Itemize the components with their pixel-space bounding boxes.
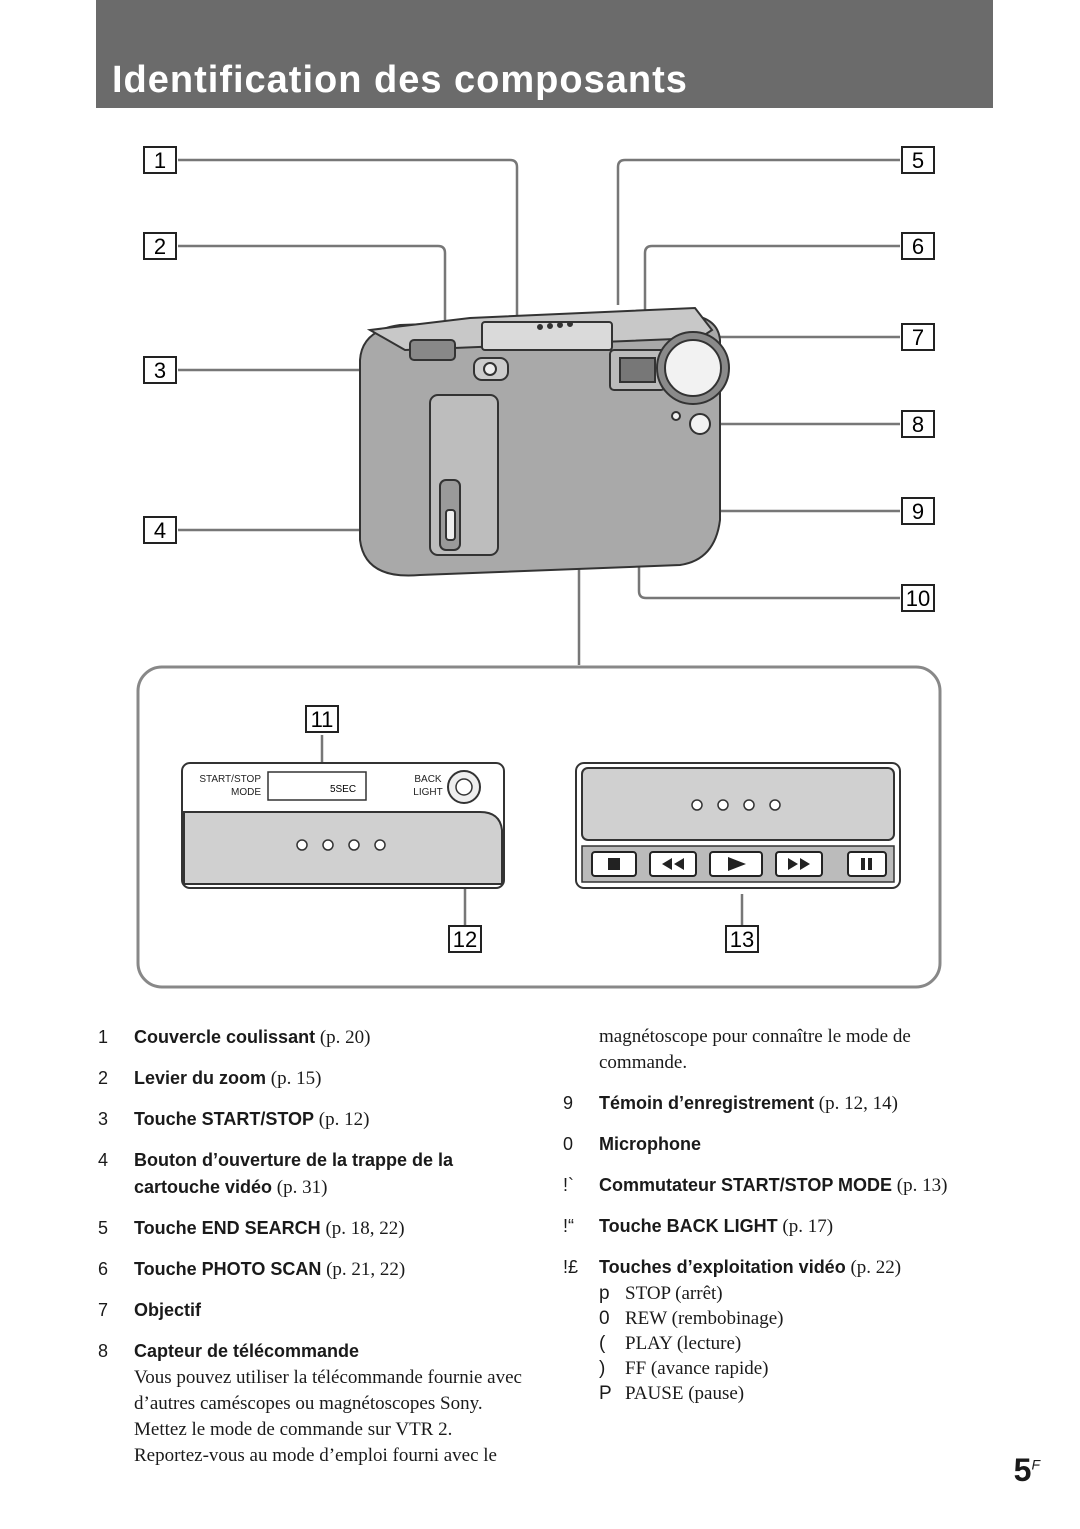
fast-forward-button[interactable] bbox=[775, 851, 823, 877]
svg-text:START/STOP: START/STOP bbox=[199, 774, 261, 785]
video-op: )FF (avance rapide) bbox=[599, 1358, 769, 1379]
callout-12: 12 bbox=[448, 925, 482, 953]
page-title: Identification des composants bbox=[112, 59, 688, 101]
svg-text:8: 8 bbox=[912, 412, 924, 437]
svg-text:13: 13 bbox=[730, 927, 754, 952]
svg-text:5: 5 bbox=[912, 148, 924, 173]
svg-text:9: 9 bbox=[912, 499, 924, 524]
svg-text:12: 12 bbox=[453, 927, 477, 952]
callout-9: 9 bbox=[901, 497, 935, 525]
svg-text:1: 1 bbox=[154, 148, 166, 173]
rewind-icon bbox=[662, 858, 684, 870]
legend-right-column: magnétoscope pour connaître le mode de c… bbox=[563, 1024, 983, 1406]
camera-body bbox=[359, 306, 730, 577]
svg-text:3: 3 bbox=[154, 358, 166, 383]
play-icon bbox=[728, 857, 746, 871]
top-panel-right bbox=[575, 762, 901, 889]
callout-2: 2 bbox=[143, 232, 177, 260]
legend-item: !£Touches d’exploitation vidéo (p. 22) bbox=[563, 1257, 902, 1278]
callout-3: 3 bbox=[143, 356, 177, 384]
callout-4: 4 bbox=[143, 516, 177, 544]
legend-continuation: magnétoscope pour connaître le mode de c… bbox=[599, 1026, 911, 1073]
svg-text:LIGHT: LIGHT bbox=[413, 787, 442, 798]
callout-8: 8 bbox=[901, 410, 935, 438]
video-op: (PLAY (lecture) bbox=[599, 1333, 742, 1354]
page-number: 5F bbox=[1013, 1452, 1040, 1488]
callout-5: 5 bbox=[901, 146, 935, 174]
fast-forward-icon bbox=[788, 858, 810, 870]
svg-text:7: 7 bbox=[912, 325, 924, 350]
detail-inset-frame bbox=[136, 665, 942, 989]
rewind-button[interactable] bbox=[649, 851, 697, 877]
pause-button[interactable] bbox=[847, 851, 887, 877]
svg-text:2: 2 bbox=[154, 234, 166, 259]
callout-1: 1 bbox=[143, 146, 177, 174]
pause-icon bbox=[861, 858, 865, 870]
svg-text:BACK: BACK bbox=[414, 774, 442, 785]
callout-7: 7 bbox=[901, 323, 935, 351]
svg-text:4: 4 bbox=[154, 518, 166, 543]
svg-text:11: 11 bbox=[311, 707, 334, 732]
svg-text:6: 6 bbox=[912, 234, 924, 259]
top-panel-left: START/STOP MODE 5SEC BACK LIGHT bbox=[181, 762, 505, 889]
svg-text:MODE: MODE bbox=[231, 787, 261, 798]
page-header: Identification des composants bbox=[96, 0, 993, 108]
callout-11: 11 bbox=[305, 705, 339, 733]
svg-text:10: 10 bbox=[906, 586, 930, 611]
stop-icon bbox=[608, 858, 620, 870]
svg-text:5SEC: 5SEC bbox=[330, 784, 356, 795]
legend-item: !`Commutateur START/STOP MODE (p. 13) bbox=[563, 1175, 948, 1196]
callout-6: 6 bbox=[901, 232, 935, 260]
callout-10: 10 bbox=[901, 584, 935, 612]
callout-13: 13 bbox=[725, 925, 759, 953]
legend-item: !“Touche BACK LIGHT (p. 17) bbox=[563, 1216, 834, 1237]
camera-diagram: 1 2 3 4 5 6 7 8 9 10 11 12 13 START/STOP… bbox=[136, 146, 942, 989]
